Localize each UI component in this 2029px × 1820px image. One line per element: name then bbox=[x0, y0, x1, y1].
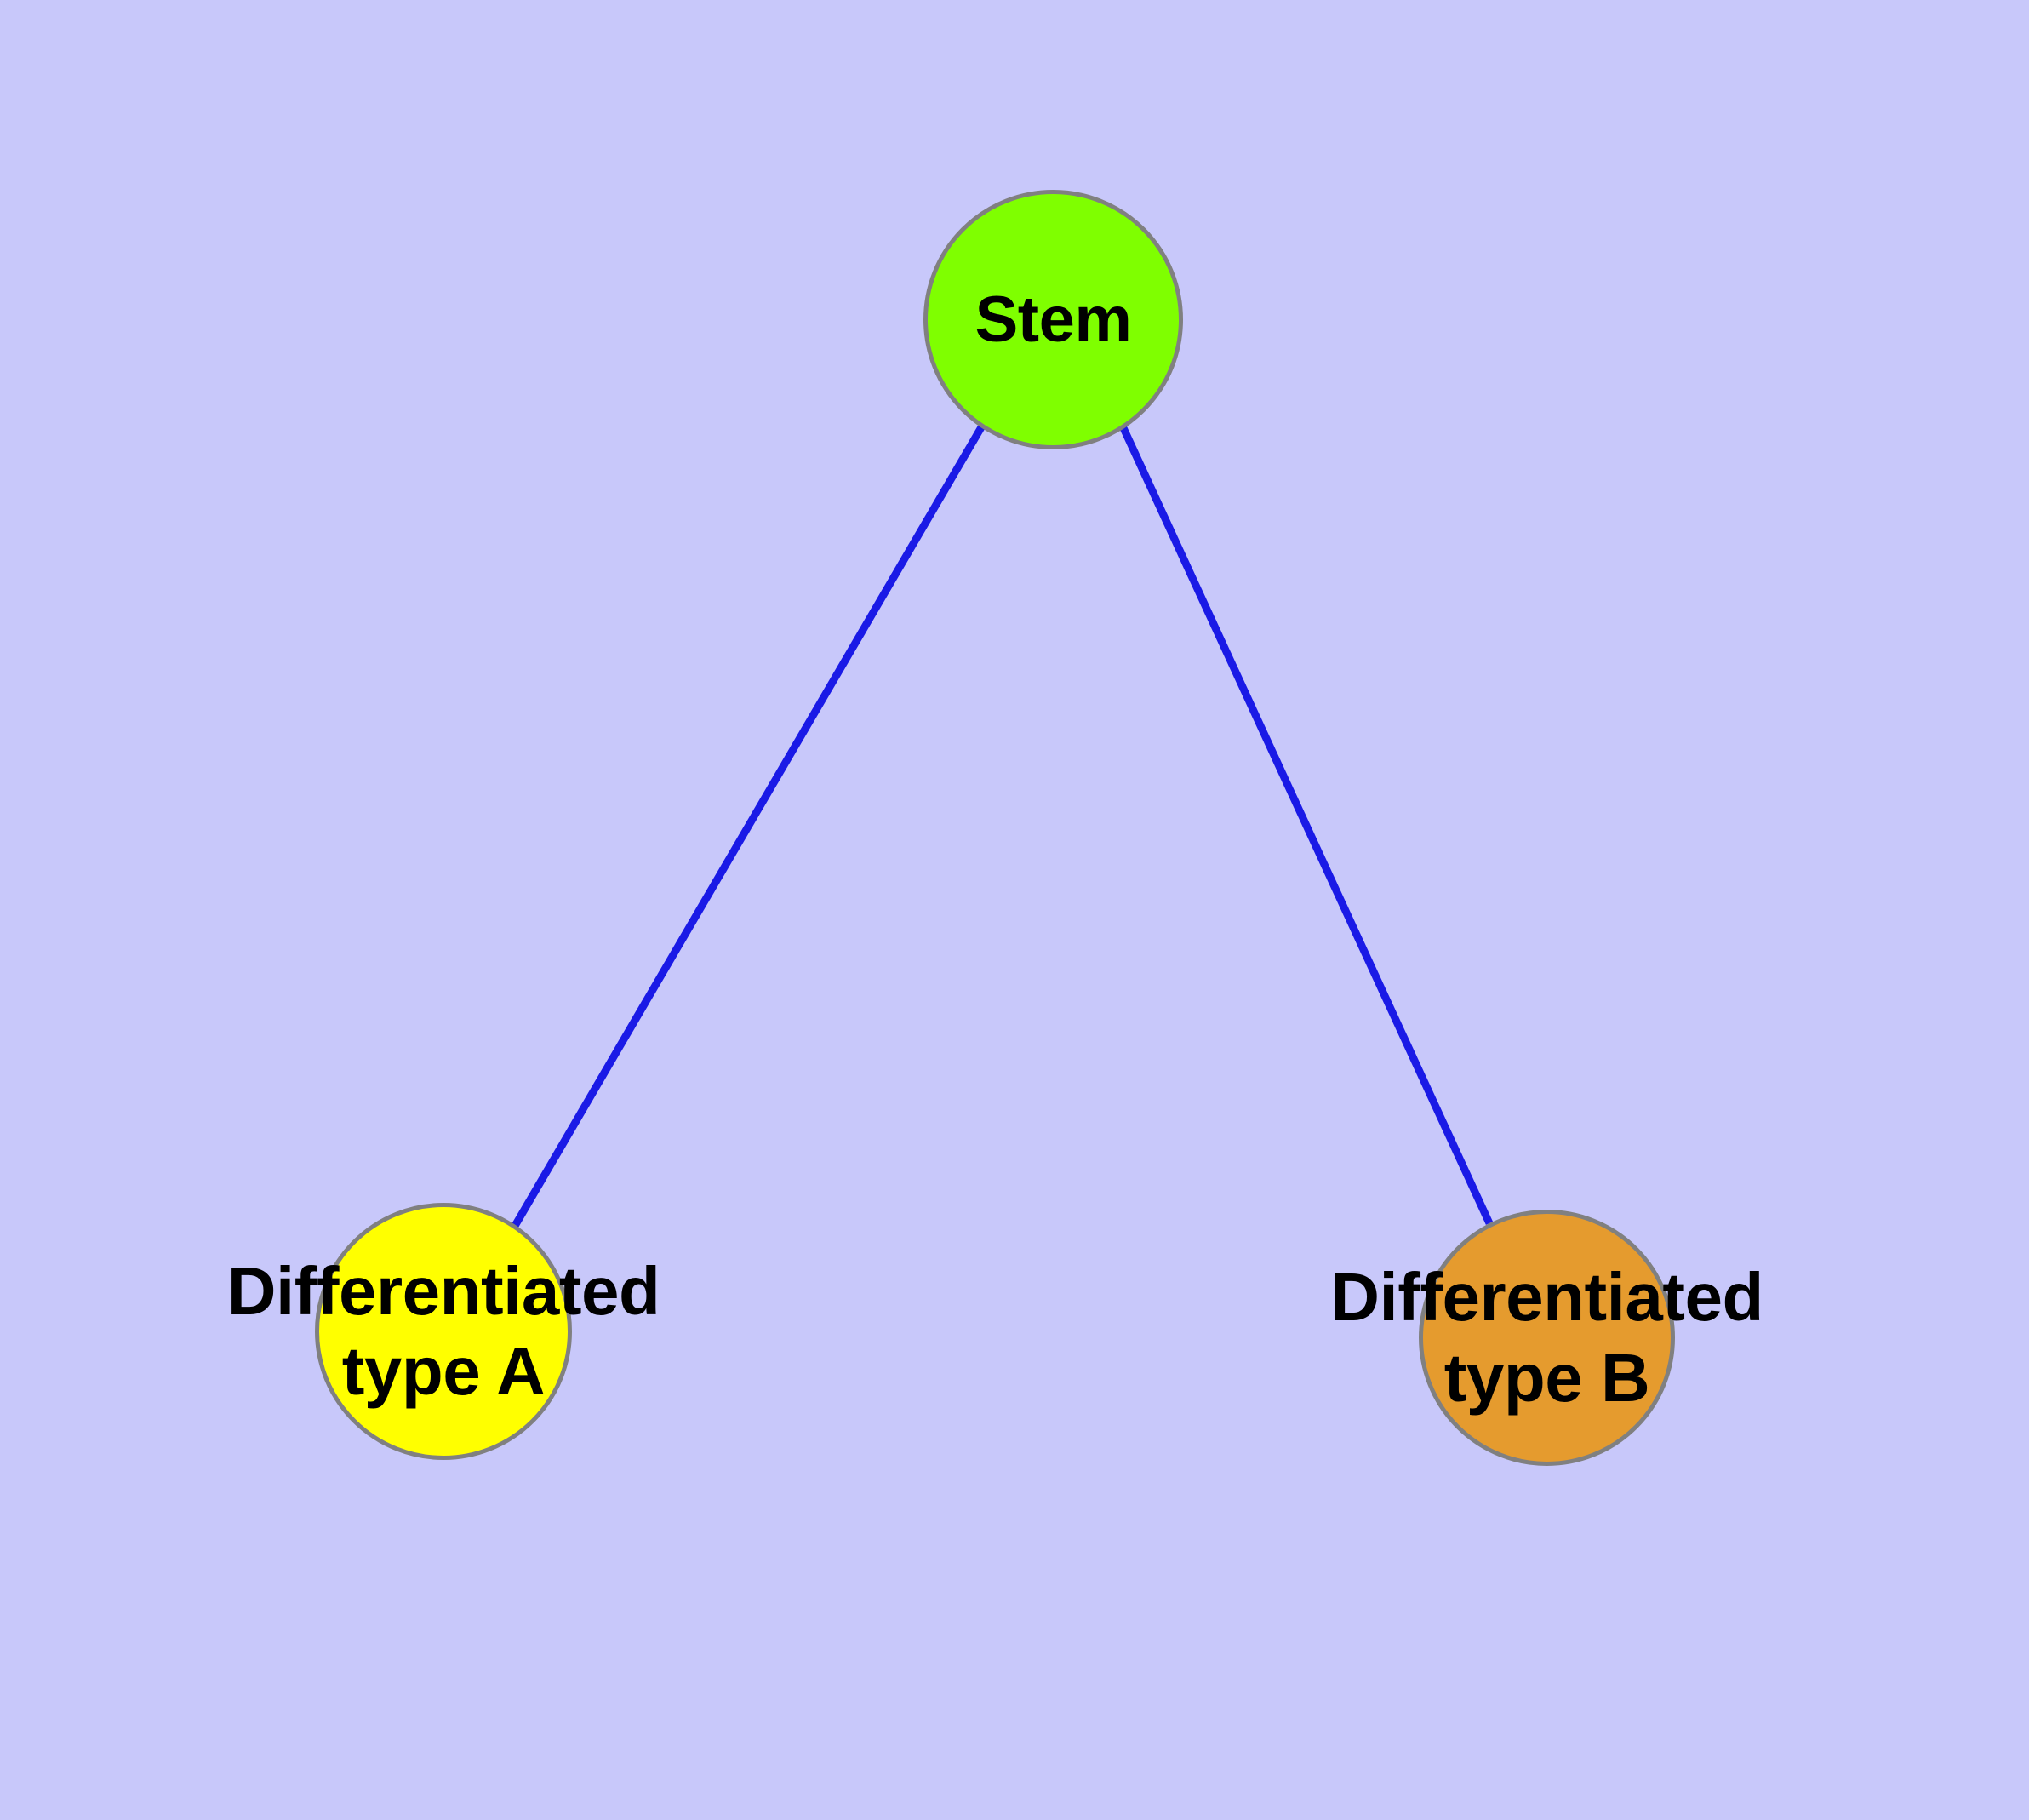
node-stem[interactable]: Stem bbox=[923, 190, 1183, 449]
edge-stem-to-diff-a bbox=[512, 415, 991, 1228]
node-differentiated-type-a-circle bbox=[315, 1203, 572, 1460]
node-differentiated-type-b[interactable]: Differentiated type B bbox=[1330, 1210, 1763, 1466]
edge-stem-to-diff-b bbox=[1115, 417, 1494, 1225]
node-differentiated-type-a[interactable]: Differentiated type A bbox=[227, 1203, 660, 1460]
node-differentiated-type-b-circle bbox=[1419, 1210, 1675, 1466]
node-stem-circle bbox=[923, 190, 1183, 449]
